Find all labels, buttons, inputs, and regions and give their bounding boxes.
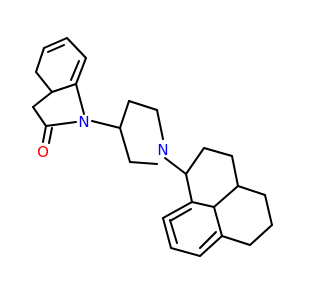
indolinone-nitrogen-label: N	[78, 113, 89, 131]
bond	[199, 231, 217, 249]
bond	[75, 83, 85, 115]
bond	[191, 201, 215, 208]
bond	[47, 44, 65, 53]
bond	[231, 155, 239, 187]
bond	[249, 224, 273, 246]
bond	[35, 47, 45, 73]
bond	[264, 194, 273, 226]
bond	[70, 60, 80, 81]
bond	[91, 120, 121, 129]
bond	[35, 71, 53, 93]
bond	[185, 147, 205, 175]
bond	[199, 235, 223, 257]
bond	[32, 106, 47, 127]
bond	[43, 37, 68, 49]
bond	[119, 127, 131, 163]
bond	[129, 161, 158, 165]
atom-labels: N N O	[37, 113, 169, 161]
bond	[156, 109, 164, 140]
bond	[128, 100, 158, 111]
piperidine-nitrogen-label: N	[157, 141, 168, 159]
bond	[169, 208, 192, 222]
bond	[221, 235, 251, 246]
bond	[164, 157, 187, 175]
bond	[162, 201, 193, 219]
bond	[119, 100, 130, 129]
bond	[185, 173, 193, 203]
bond	[66, 37, 87, 59]
bonds	[32, 37, 273, 257]
bond	[48, 127, 53, 144]
bond	[45, 121, 77, 127]
bond	[170, 247, 201, 257]
bond	[213, 185, 239, 208]
bond	[42, 125, 47, 143]
bond	[203, 147, 233, 157]
bond	[169, 219, 178, 244]
bond	[51, 83, 77, 93]
molecule-diagram: N N O	[32, 37, 273, 257]
bond	[75, 57, 87, 85]
bond	[213, 206, 223, 237]
carbonyl-oxygen-label: O	[37, 143, 49, 161]
bond	[162, 217, 172, 249]
bond	[32, 91, 53, 108]
bond	[237, 185, 266, 196]
